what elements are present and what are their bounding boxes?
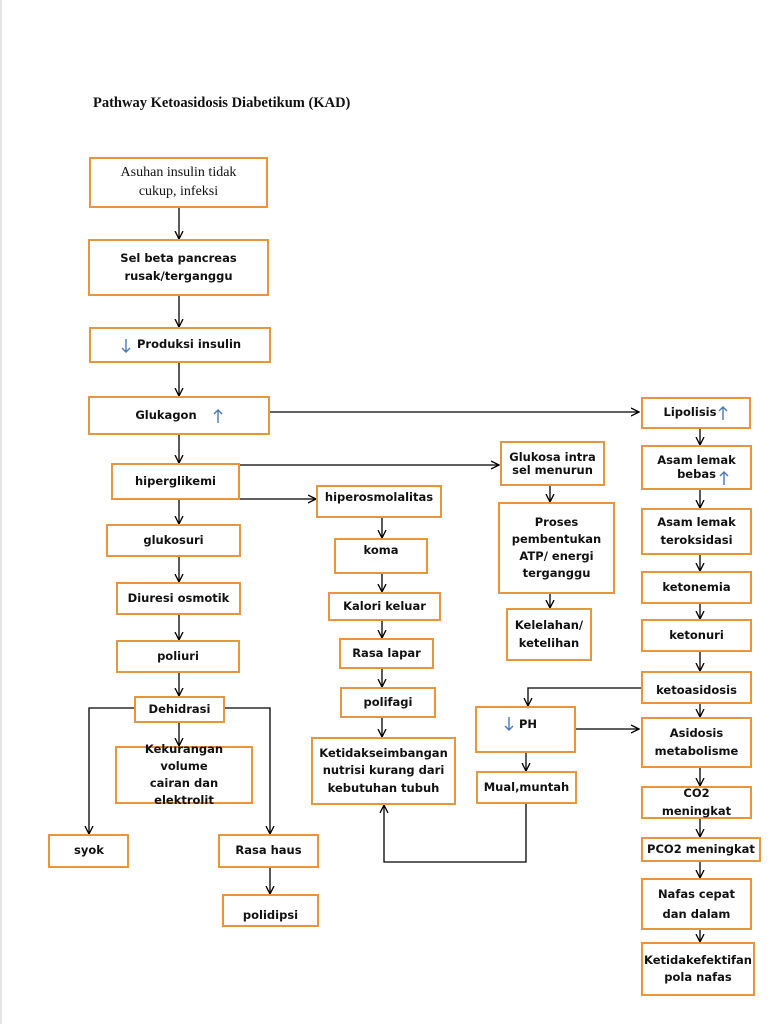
node-label: koma bbox=[363, 543, 399, 557]
node-asam-lemak-bebas: Asam lemak bebas bbox=[641, 445, 752, 490]
node-label: ketonuri bbox=[669, 627, 724, 642]
node-label: Kelelahan/ ketelihan bbox=[514, 618, 584, 650]
node-hiperosmolalitas: hiperosmolalitas bbox=[316, 485, 442, 518]
arrow-down-icon bbox=[121, 339, 131, 353]
node-asam-lemak-teroksidasi: Asam lemak teroksidasi bbox=[641, 508, 752, 555]
node-label: Asam lemak teroksidasi bbox=[657, 515, 736, 547]
node-lipolisis: Lipolisis bbox=[641, 397, 751, 429]
node-label: Ketidakseimbangan nutrisi kurang dari ke… bbox=[319, 746, 448, 795]
arrow-up-icon bbox=[213, 408, 223, 423]
node-label: Proses pembentukan ATP/ energi terganggu bbox=[511, 514, 602, 581]
node-glukosa-intra: Glukosa intra sel menurun bbox=[500, 441, 605, 486]
node-diuresi-osmotik: Diuresi osmotik bbox=[116, 582, 241, 615]
node-label: polifagi bbox=[363, 694, 413, 709]
node-mual-muntah: Mual,muntah bbox=[476, 771, 577, 804]
node-label: Kekurangan volume cairan dan elektrolit bbox=[144, 741, 224, 808]
node-asuhan-insulin: Asuhan insulin tidak cukup, infeksi bbox=[89, 157, 268, 208]
node-label: Mual,muntah bbox=[483, 779, 570, 794]
node-ketonemia: ketonemia bbox=[641, 571, 752, 604]
node-poliuri: poliuri bbox=[116, 640, 240, 673]
node-polifagi: polifagi bbox=[340, 687, 436, 718]
node-label: Ketidakefektifan pola nafas bbox=[644, 952, 752, 984]
node-kekurangan-volume: Kekurangan volume cairan dan elektrolit bbox=[115, 742, 253, 807]
node-rasa-haus: Rasa haus bbox=[218, 834, 319, 868]
node-ketidakseimbangan-nutrisi: Ketidakseimbangan nutrisi kurang dari ke… bbox=[311, 737, 456, 805]
node-label: CO2 meningkat bbox=[661, 786, 732, 818]
node-hiperglikemi: hiperglikemi bbox=[111, 463, 240, 500]
node-label: hiperosmolalitas bbox=[324, 490, 434, 504]
node-label: Rasa haus bbox=[235, 843, 302, 858]
node-label: polidipsi bbox=[242, 907, 299, 922]
node-label: Glukosa intra sel menurun bbox=[509, 450, 596, 477]
node-sel-beta: Sel beta pancreas rusak/terganggu bbox=[88, 239, 269, 296]
node-label: PH bbox=[519, 717, 538, 731]
node-dehidrasi: Dehidrasi bbox=[134, 696, 225, 723]
node-label: hiperglikemi bbox=[134, 473, 216, 488]
node-label: syok bbox=[74, 843, 104, 858]
node-rasa-lapar: Rasa lapar bbox=[339, 638, 434, 669]
node-label: ketonemia bbox=[662, 579, 731, 594]
node-ketoasidosis: ketoasidosis bbox=[641, 671, 752, 704]
node-polidipsi: polidipsi bbox=[222, 894, 319, 927]
node-ketidakefektifan-pola-nafas: Ketidakefektifan pola nafas bbox=[641, 942, 755, 996]
node-produksi-insulin: Produksi insulin bbox=[89, 327, 271, 363]
arrow-mual-to-nutrisi bbox=[384, 804, 527, 863]
node-label: Asidosis metabolisme bbox=[654, 726, 739, 758]
node-proses-atp: Proses pembentukan ATP/ energi terganggu bbox=[498, 502, 615, 594]
node-label: Glukagon bbox=[135, 407, 197, 422]
node-label: Lipolisis bbox=[663, 405, 717, 420]
node-nafas-cepat: Nafas cepat dan dalam bbox=[641, 878, 752, 930]
node-label: ketoasidosis bbox=[656, 682, 737, 697]
node-co2-meningkat: CO2 meningkat bbox=[641, 786, 752, 819]
arrow-ketoasidosis-to-ph bbox=[528, 687, 641, 706]
page-edge bbox=[0, 0, 2, 1024]
node-syok: syok bbox=[48, 834, 129, 868]
node-glukosuri: glukosuri bbox=[106, 524, 241, 557]
arrow-up-icon bbox=[719, 471, 729, 485]
node-koma: koma bbox=[334, 538, 428, 574]
node-glukagon: Glukagon bbox=[88, 396, 270, 435]
node-ph: PH bbox=[475, 706, 576, 753]
node-label: Kalori keluar bbox=[343, 598, 426, 613]
arrow-up-icon bbox=[718, 406, 728, 420]
diagram-title: Pathway Ketoasidosis Diabetikum (KAD) bbox=[93, 95, 351, 111]
node-asidosis-metabolisme: Asidosis metabolisme bbox=[641, 717, 752, 768]
node-label: glukosuri bbox=[143, 532, 204, 547]
node-label: Produksi insulin bbox=[137, 337, 242, 352]
node-label: Asuhan insulin tidak cukup, infeksi bbox=[120, 164, 237, 199]
node-ketonuri: ketonuri bbox=[641, 619, 752, 652]
node-label: PCO2 meningkat bbox=[647, 841, 755, 856]
node-label: Rasa lapar bbox=[352, 645, 421, 660]
node-label: Nafas cepat dan dalam bbox=[657, 886, 736, 921]
node-label: Dehidrasi bbox=[148, 701, 211, 716]
node-kelelahan: Kelelahan/ ketelihan bbox=[506, 608, 592, 661]
node-label: poliuri bbox=[157, 648, 199, 663]
node-label: Asam lemak bebas bbox=[657, 453, 736, 481]
node-label: Diuresi osmotik bbox=[127, 590, 230, 605]
node-pco2-meningkat: PCO2 meningkat bbox=[641, 837, 761, 862]
node-kalori-keluar: Kalori keluar bbox=[328, 592, 441, 621]
node-label: Sel beta pancreas rusak/terganggu bbox=[120, 251, 237, 283]
arrow-down-icon bbox=[504, 717, 514, 731]
